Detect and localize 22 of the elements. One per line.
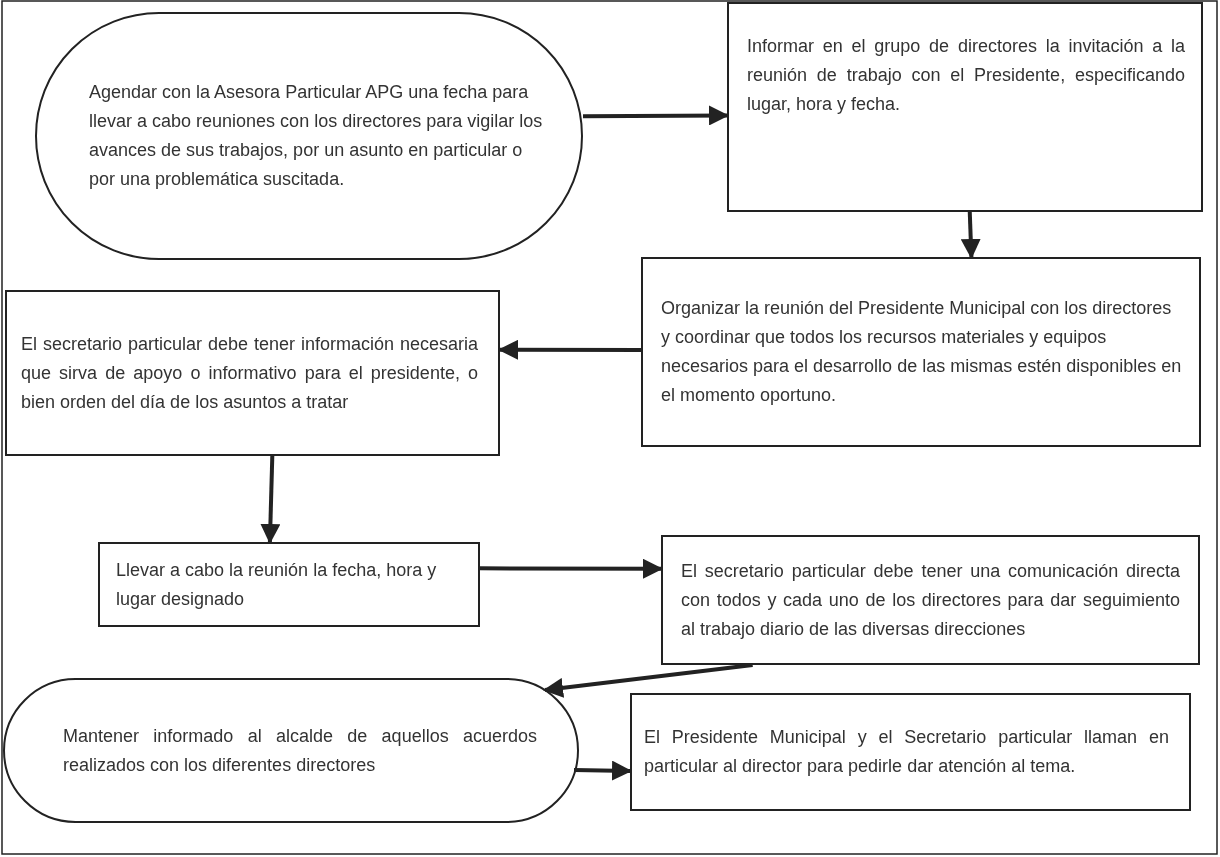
process-box: [5, 290, 500, 456]
step-text: El secretario particular debe tener información necesaria que sirva de apoyo o informativo para el presidente, o bien orden del día de los asuntos a tratar: [21, 332, 478, 414]
terminal-shape: [3, 678, 579, 823]
step-text: Llevar a cabo la reunión la fecha, hora y lugar designado: [116, 558, 438, 611]
process-box: [727, 2, 1203, 212]
step-text: Organizar la reunión del Presidente Municipal con los directores y coordinar que todos los recursos materiales y equipos necesarios para el desarrollo de las mismas estén disponibles en el momento oportuno.: [661, 297, 1183, 407]
step-text: El Presidente Municipal y el Secretario particular llaman en particular al director para pedirle dar atención al tema.: [644, 726, 1169, 778]
process-box: [630, 693, 1191, 811]
process-box: [98, 542, 480, 627]
arrow: [543, 663, 753, 698]
step-text: Mantener informado al alcalde de aquellos acuerdos realizados con los diferentes directores: [63, 724, 537, 777]
terminal-shape: [35, 12, 583, 260]
step-text: El secretario particular debe tener una comunicación directa con todos y cada uno de los directores para dar seguimiento al trabajo diario de las diversas direcciones: [681, 559, 1180, 641]
step-text: Informar en el grupo de directores la invitación a la reunión de trabajo con el Presidente, especificando lugar, hora y fecha.: [747, 35, 1185, 116]
arrow: [498, 339, 641, 360]
arrow: [480, 558, 663, 579]
step-text: Agendar con la Asesora Particular APG una fecha para llevar a cabo reuniones con los directores para vigilar los avances de sus trabajos, por un asunto en particular o por una problemática suscitada.: [89, 81, 544, 191]
arrow: [260, 455, 281, 544]
arrow: [583, 105, 729, 126]
arrow: [960, 211, 981, 259]
process-box: [641, 257, 1201, 447]
process-box: [661, 535, 1200, 665]
